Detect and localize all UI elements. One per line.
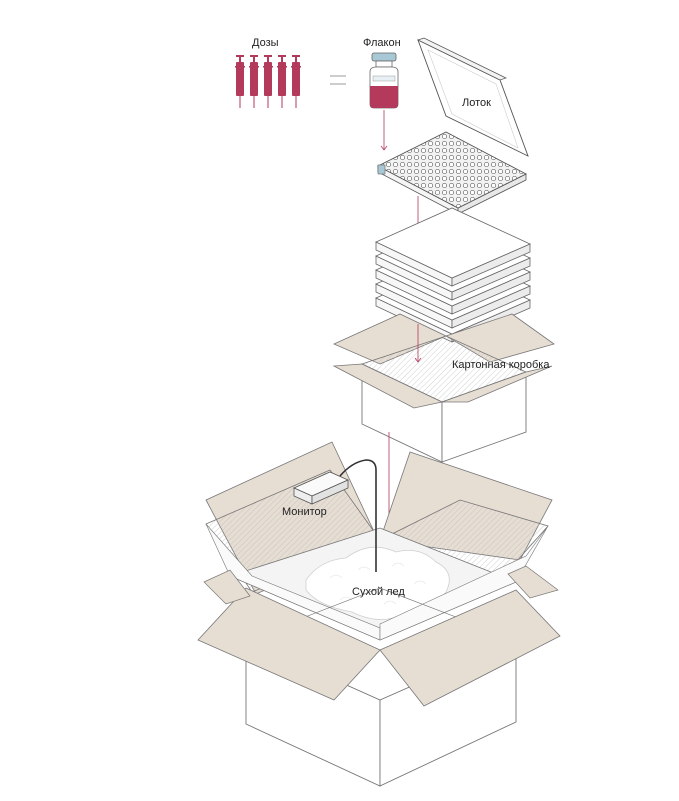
syringe-icon: [291, 55, 301, 108]
carton-label: Картонная коробка: [452, 359, 550, 371]
monitor-label: Монитор: [282, 506, 327, 518]
syringe-icon: [249, 55, 259, 108]
syringe-icon: [263, 55, 273, 108]
syringe-icon: [235, 55, 245, 108]
arrow-vial-to-tray: [380, 110, 388, 151]
vial-icon: [369, 52, 399, 109]
syringe-icon: [277, 55, 287, 108]
equals-sign: [330, 75, 346, 85]
dry-ice-label: Сухой лед: [352, 586, 405, 598]
monitor-device: [293, 459, 377, 572]
tray-icon: [377, 37, 529, 215]
stacked-tray: [375, 207, 531, 287]
tray-stack: [375, 207, 531, 343]
doses-label: Дозы: [252, 37, 279, 49]
tray-label: Лоток: [462, 97, 491, 109]
vial-label: Флакон: [363, 37, 401, 49]
carton-box: [332, 313, 555, 463]
syringes-group: [235, 55, 301, 108]
arrow-stack-to-carton: [414, 324, 422, 363]
shipping-box: [197, 441, 561, 787]
